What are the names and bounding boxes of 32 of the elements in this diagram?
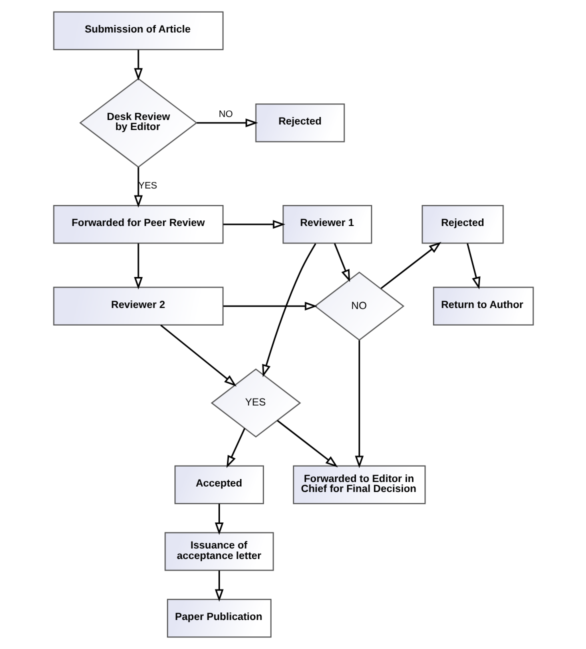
arrow	[134, 243, 142, 290]
node-diamond: YES	[210, 368, 300, 438]
node-box: Rejected	[254, 103, 344, 142]
edge-label: NO	[218, 108, 232, 120]
node-box: Submission of Article	[52, 11, 224, 50]
arrow	[134, 167, 142, 208]
node-box: Forwarded for Peer Review	[52, 205, 224, 244]
arrow	[222, 302, 317, 311]
node-diamond: NO	[314, 272, 404, 341]
arrow	[196, 118, 258, 128]
arrow	[226, 428, 245, 468]
node-box: Rejected	[421, 205, 504, 244]
arrow	[160, 324, 236, 386]
node-diamond: Desk Review by Editor	[78, 78, 197, 168]
node-box: Accepted	[174, 465, 264, 504]
arrow	[222, 220, 285, 229]
arrow	[354, 340, 364, 468]
node-box: Return to Author	[432, 286, 534, 326]
edge-label: YES	[138, 180, 157, 191]
arrow	[214, 570, 224, 602]
node-box: Forwarded to Editor in Chief for Final Decision	[292, 465, 426, 504]
node-box: Issuance of acceptance letter	[164, 532, 274, 571]
arrow	[333, 243, 350, 282]
node-box: Reviewer 1	[282, 205, 372, 244]
arrow	[276, 420, 338, 468]
arrow	[262, 243, 316, 378]
node-box: Reviewer 2	[52, 286, 224, 326]
arrow	[214, 504, 224, 535]
arrow	[466, 243, 480, 290]
arrow	[134, 50, 142, 81]
node-box: Paper Publication	[166, 598, 271, 638]
arrow	[380, 242, 441, 290]
